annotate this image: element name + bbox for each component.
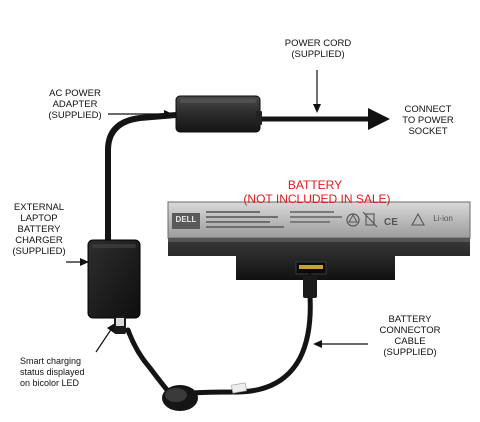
label-battery-title: BATTERY <box>287 178 343 192</box>
label-ac-adapter: AC POWER ADAPTER (SUPPLIED) <box>48 88 102 121</box>
ac-adapter <box>175 95 262 133</box>
battery-liion-badge: Li-ion <box>433 214 453 223</box>
bin-crossed-icon <box>362 211 378 228</box>
led-icon <box>116 318 124 326</box>
dell-logo <box>172 213 200 229</box>
battery-pack: CE <box>167 201 471 280</box>
label-connect-to-socket: CONNECT TO POWER SOCKET <box>402 104 454 137</box>
label-connector-cable: BATTERY CONNECTOR CABLE (SUPPLIED) <box>379 314 441 358</box>
recycle-icon <box>346 213 360 227</box>
led-pointer <box>95 327 113 353</box>
battery-connector-cable <box>179 273 313 397</box>
battery-brand-text: DELL <box>175 215 197 224</box>
adapter-cable <box>105 112 179 253</box>
ce-mark-icon: CE <box>384 217 398 228</box>
svg-text:CE: CE <box>384 217 398 228</box>
charger-output-cable <box>125 327 175 399</box>
label-led-status: Smart charging status displayed on bicol… <box>20 356 85 388</box>
external-charger <box>87 239 141 334</box>
warning-icon <box>411 212 425 226</box>
ferrite-bead <box>162 385 198 411</box>
label-power-cord: POWER CORD (SUPPLIED) <box>284 38 352 60</box>
label-battery-not-included: (NOT INCLUDED IN SALE) <box>243 192 391 206</box>
label-external-charger: EXTERNAL LAPTOP BATTERY CHARGER (SUPPLIE… <box>12 202 66 257</box>
power-arrow-head <box>368 108 390 130</box>
